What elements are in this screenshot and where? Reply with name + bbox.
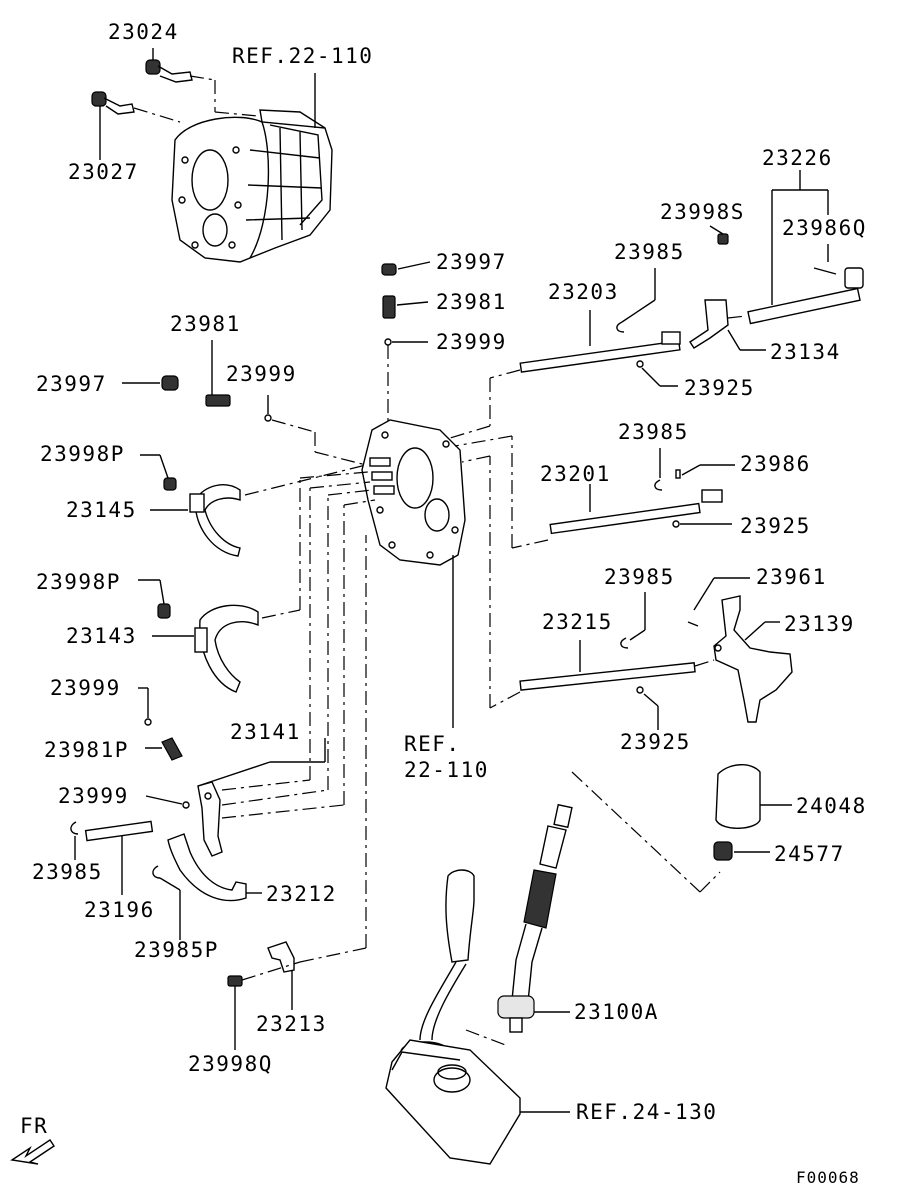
orientation-label: FR: [20, 1114, 49, 1138]
part-label-23986: 23986: [740, 452, 811, 476]
clip-23985-low: [70, 821, 79, 835]
figure-code: F00068: [796, 1168, 860, 1187]
part-label-24577: 24577: [774, 842, 845, 866]
bolt-23998S: [709, 225, 729, 245]
ref-label-22-110-top: REF.22-110: [232, 44, 374, 68]
part-label-23985-low: 23985: [32, 860, 103, 884]
bolt-23998Q: [227, 975, 243, 987]
part-label-23981-top: 23981: [436, 290, 507, 314]
sensor-23027: [91, 91, 135, 160]
spring-23981-left: [205, 340, 231, 407]
front-direction-arrow-icon: [10, 1139, 55, 1165]
part-label-23027: 23027: [68, 160, 139, 184]
pin-23986Q: [813, 267, 837, 275]
part-label-23985-b: 23985: [618, 420, 689, 444]
rod-23201: [549, 489, 723, 535]
ball-23999-top: [384, 338, 428, 346]
part-label-23985-a: 23985: [614, 240, 685, 264]
part-label-23213: 23213: [256, 1012, 327, 1036]
sensor-23024: [145, 48, 193, 83]
part-label-23998P-b: 23998P: [36, 570, 121, 594]
part-label-23925-b: 23925: [740, 514, 811, 538]
select-lever-23141: [197, 781, 223, 857]
ref-label-24-130: REF.24-130: [576, 1100, 718, 1124]
shift-knob-24048: [715, 764, 761, 829]
ball-23999-left: [264, 395, 272, 422]
part-label-23998Q: 23998Q: [188, 1052, 273, 1076]
part-label-23143: 23143: [66, 624, 137, 648]
shift-lever-23100A: [497, 803, 573, 1033]
rod-23203: [519, 331, 681, 373]
shaft-23196: [84, 820, 154, 842]
pin-23961: [687, 621, 699, 627]
part-label-23999-mid: 23999: [50, 676, 121, 700]
part-label-23139: 23139: [784, 612, 855, 636]
part-label-23985P: 23985P: [134, 938, 219, 962]
part-label-23212: 23212: [266, 882, 337, 906]
part-label-23997-top: 23997: [436, 250, 507, 274]
part-label-23999-top: 23999: [436, 330, 507, 354]
part-label-23981P: 23981P: [44, 738, 129, 762]
part-label-23985-c: 23985: [604, 565, 675, 589]
part-label-23024: 23024: [108, 20, 179, 44]
part-label-23196: 23196: [84, 898, 155, 922]
part-label-23925-c: 23925: [620, 730, 691, 754]
transmission-case: [171, 109, 333, 263]
spring-23981P: [161, 737, 183, 761]
plug-23997-top: [381, 261, 431, 276]
part-label-23981-left: 23981: [170, 312, 241, 336]
plug-23997-left: [122, 375, 179, 391]
part-label-23998S: 23998S: [660, 200, 745, 224]
shift-fork-23145: [140, 454, 241, 557]
fork-23212: [167, 833, 247, 902]
part-label-24048: 24048: [796, 794, 867, 818]
part-label-23215: 23215: [542, 610, 613, 634]
part-label-23986Q: 23986Q: [782, 216, 867, 240]
rod-23226: [747, 267, 864, 325]
ref-label-22-110-mid-line2: 22-110: [404, 758, 489, 782]
shift-lever-lower: [400, 869, 475, 1063]
part-label-23145: 23145: [66, 498, 137, 522]
part-label-23925-a: 23925: [684, 376, 755, 400]
part-label-23100A: 23100A: [574, 1000, 659, 1024]
part-label-23203: 23203: [548, 280, 619, 304]
ref-label-22-110-mid-line1: REF.: [404, 732, 461, 756]
spring-23981-top: [382, 295, 429, 319]
part-label-23999-low: 23999: [58, 784, 129, 808]
nut-24577: [713, 841, 733, 861]
part-label-23226: 23226: [762, 146, 833, 170]
fork-23139: [713, 595, 793, 723]
bracket-23213: [267, 941, 295, 973]
part-label-23961: 23961: [756, 565, 827, 589]
rod-23215: [519, 662, 696, 691]
shift-fork-23143: [138, 579, 259, 693]
part-label-23998P-a: 23998P: [40, 442, 125, 466]
lever-23134: [689, 299, 729, 349]
part-label-23134: 23134: [770, 340, 841, 364]
shift-base: [385, 1039, 521, 1165]
part-label-23141: 23141: [230, 720, 301, 744]
part-label-23201: 23201: [540, 462, 611, 486]
part-label-23997-left: 23997: [36, 372, 107, 396]
part-label-23999-left: 23999: [226, 362, 297, 386]
adapter-plate: [361, 419, 466, 566]
